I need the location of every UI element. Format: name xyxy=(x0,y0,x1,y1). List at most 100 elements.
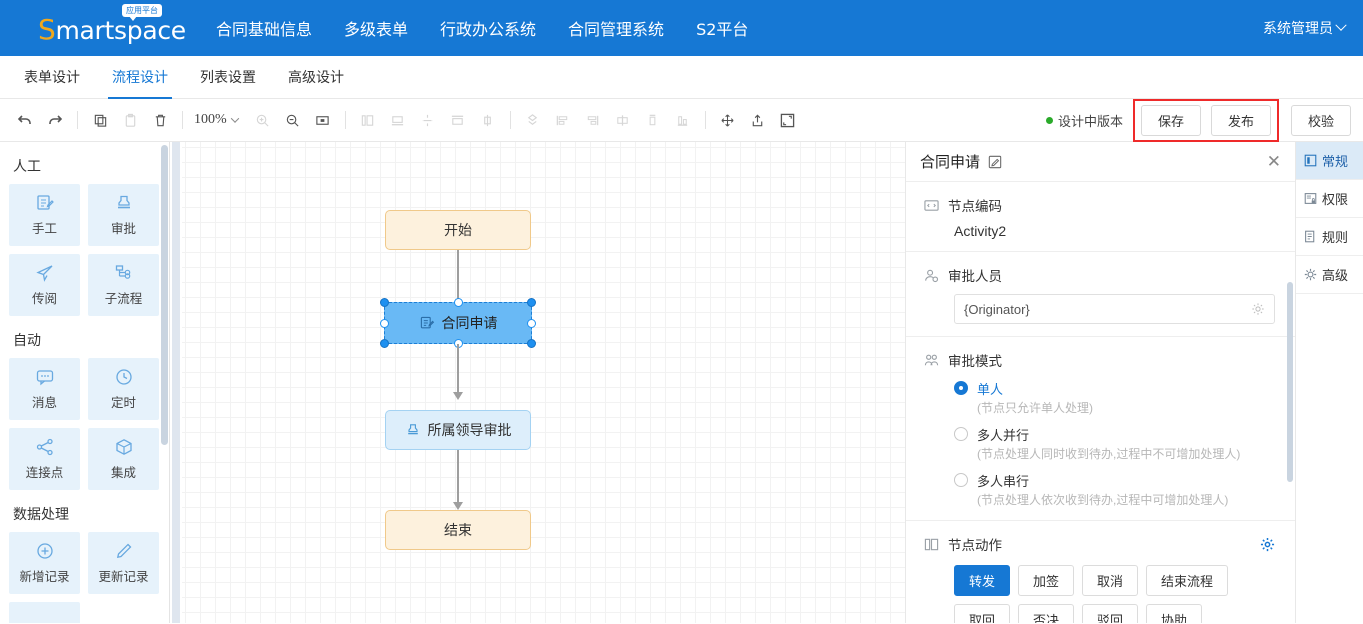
save-button[interactable]: 保存 xyxy=(1140,104,1201,136)
copy-icon[interactable] xyxy=(85,107,115,133)
user-setting-icon xyxy=(924,268,939,283)
properties-scrollbar[interactable] xyxy=(1287,282,1293,482)
redo-icon[interactable] xyxy=(40,107,70,133)
palette-item-update-record[interactable]: 更新记录 xyxy=(88,532,159,594)
resize-handle-ne[interactable] xyxy=(527,298,536,307)
radio-desc: (节点处理人同时收到待办,过程中不可增加处理人) xyxy=(977,447,1241,461)
action-button-assist[interactable]: 协助 xyxy=(1146,604,1203,623)
palette-item-message[interactable]: 消息 xyxy=(9,358,80,420)
tab-form-design[interactable]: 表单设计 xyxy=(24,69,80,85)
palette-group-title-manual: 人工 xyxy=(13,158,41,174)
palette-item-label: 连接点 xyxy=(25,466,64,480)
tab-advanced-design[interactable]: 高级设计 xyxy=(288,69,344,85)
node-palette: 人工 手工 审批 传阅 子流程 自动 xyxy=(0,142,170,623)
palette-item-approval[interactable]: 审批 xyxy=(88,184,159,246)
form-edit-icon xyxy=(35,193,55,213)
vtab-advanced[interactable]: 高级 xyxy=(1296,256,1363,294)
share-node-icon xyxy=(35,437,55,457)
radio-serial[interactable] xyxy=(954,473,968,487)
palette-item-subprocess[interactable]: 子流程 xyxy=(88,254,159,316)
action-button-cancel[interactable]: 取消 xyxy=(1082,565,1139,596)
flow-edge-leader-end xyxy=(457,450,459,508)
nav-item-multilevel-form[interactable]: 多级表单 xyxy=(344,20,409,39)
publish-button[interactable]: 发布 xyxy=(1210,104,1271,136)
toolbar-separator xyxy=(704,111,706,129)
palette-item-add-record[interactable]: 新增记录 xyxy=(9,532,80,594)
connect-handle-right[interactable] xyxy=(527,319,536,328)
export-icon[interactable] xyxy=(743,107,773,133)
align-left-icon xyxy=(353,107,383,133)
nav-item-contract-basic[interactable]: 合同基础信息 xyxy=(216,20,313,39)
action-button-forward[interactable]: 转发 xyxy=(954,565,1011,596)
gear-icon[interactable] xyxy=(1260,537,1275,552)
align-middle-icon xyxy=(638,107,668,133)
approver-input[interactable]: {Originator} xyxy=(954,294,1275,324)
radio-label: 单人 xyxy=(977,382,1004,397)
zoom-level-select[interactable]: 100% xyxy=(194,112,239,128)
close-icon[interactable]: ✕ xyxy=(1266,152,1281,171)
radio-option-serial[interactable]: 多人串行 (节点处理人依次收到待办,过程中可增加处理人) xyxy=(954,471,1275,508)
flow-canvas[interactable]: 开始 合同申请 xyxy=(182,142,905,623)
delete-icon[interactable] xyxy=(145,107,175,133)
flow-node-start[interactable]: 开始 xyxy=(385,210,531,250)
logo[interactable]: 应用平台 Smartspace xyxy=(38,4,186,48)
palette-scrollbar[interactable] xyxy=(161,145,168,445)
palette-item-circulate[interactable]: 传阅 xyxy=(9,254,80,316)
verify-button[interactable]: 校验 xyxy=(1290,104,1351,136)
resize-handle-nw[interactable] xyxy=(380,298,389,307)
trash-icon xyxy=(35,621,55,624)
edit-square-icon[interactable] xyxy=(988,155,1002,169)
action-button-add-sign[interactable]: 加签 xyxy=(1018,565,1075,596)
palette-item-integration[interactable]: 集成 xyxy=(88,428,159,490)
cube-icon xyxy=(114,437,134,457)
zoom-out-icon[interactable] xyxy=(278,107,308,133)
nav-item-contract-mgmt[interactable]: 合同管理系统 xyxy=(568,20,665,39)
user-menu[interactable]: 系统管理员 xyxy=(1263,18,1347,38)
tab-process-design[interactable]: 流程设计 xyxy=(96,67,184,99)
nav-item-s2-platform[interactable]: S2平台 xyxy=(696,20,749,39)
action-button-veto[interactable]: 否决 xyxy=(1018,604,1075,623)
palette-item-label: 消息 xyxy=(31,396,57,410)
nav-item-admin-office[interactable]: 行政办公系统 xyxy=(440,20,537,39)
permission-icon xyxy=(1304,192,1317,205)
stamp-icon xyxy=(114,193,134,213)
vtab-permission[interactable]: 权限 xyxy=(1296,180,1363,218)
logo-badge: 应用平台 xyxy=(122,4,162,21)
action-button-reject[interactable]: 驳回 xyxy=(1082,604,1139,623)
connect-handle-left[interactable] xyxy=(380,319,389,328)
tab-list-settings[interactable]: 列表设置 xyxy=(200,69,256,85)
resize-handle-se[interactable] xyxy=(527,339,536,348)
palette-item-connector[interactable]: 连接点 xyxy=(9,428,80,490)
vtab-rule[interactable]: 规则 xyxy=(1296,218,1363,256)
flow-node-end[interactable]: 结束 xyxy=(385,510,531,550)
undo-icon[interactable] xyxy=(10,107,40,133)
resize-handle-sw[interactable] xyxy=(380,339,389,348)
radio-option-parallel[interactable]: 多人并行 (节点处理人同时收到待办,过程中不可增加处理人) xyxy=(954,425,1275,462)
palette-item-delete-record[interactable] xyxy=(9,602,80,623)
palette-item-timer[interactable]: 定时 xyxy=(88,358,159,420)
palette-group-manual: 手工 审批 传阅 子流程 xyxy=(9,184,160,316)
flow-node-contract-apply[interactable]: 合同申请 xyxy=(380,298,536,348)
action-button-end-process[interactable]: 结束流程 xyxy=(1146,565,1229,596)
flow-node-leader-approve[interactable]: 所属领导审批 xyxy=(385,410,531,450)
section-label: 审批模式 xyxy=(948,354,1002,369)
connect-handle-top[interactable] xyxy=(454,298,463,307)
logo-text: Smartspace xyxy=(38,13,186,46)
section-node-actions: 节点动作 转发 加签 取消 结束流程 取回 否决 驳回 协助 征询 xyxy=(906,521,1295,623)
align-right-edge-icon xyxy=(578,107,608,133)
palette-item-label: 更新记录 xyxy=(98,570,149,584)
vtab-general[interactable]: 常规 xyxy=(1296,142,1363,180)
palette-item-label: 审批 xyxy=(110,222,136,236)
move-icon[interactable] xyxy=(713,107,743,133)
canvas-vertical-scrollbar[interactable] xyxy=(172,142,180,623)
radio-single[interactable] xyxy=(954,381,968,395)
fullscreen-icon[interactable] xyxy=(773,107,803,133)
fit-screen-icon[interactable] xyxy=(308,107,338,133)
radio-parallel[interactable] xyxy=(954,427,968,441)
action-button-retrieve[interactable]: 取回 xyxy=(954,604,1011,623)
palette-item-manual[interactable]: 手工 xyxy=(9,184,80,246)
radio-option-single[interactable]: 单人 (节点只允许单人处理) xyxy=(954,379,1275,416)
gear-icon[interactable] xyxy=(1251,302,1265,316)
code-icon xyxy=(924,198,939,213)
form-edit-icon xyxy=(419,315,435,331)
